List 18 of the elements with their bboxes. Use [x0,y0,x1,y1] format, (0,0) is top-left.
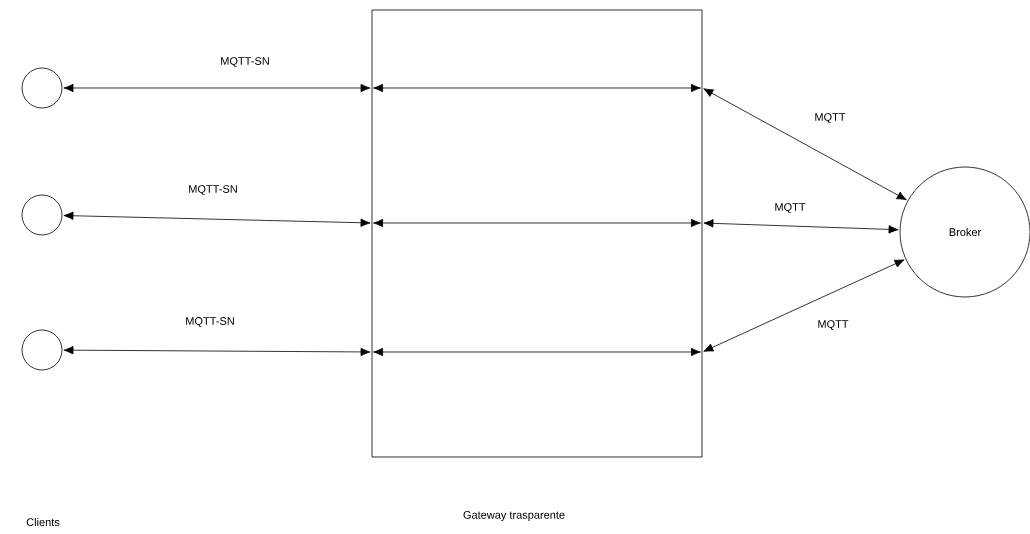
client-circle [21,67,63,109]
double-arrow [63,346,371,357]
edge-label: MQTT-SN [186,317,234,327]
double-arrow [703,259,905,352]
edge-label: MQTT [775,203,806,213]
edge-label: MQTT-SN [221,57,269,67]
double-arrow [703,88,907,201]
double-arrow [63,211,371,227]
gateway-label: Gateway trasparente [463,511,565,521]
client-circle [21,329,63,371]
double-arrow [703,219,899,234]
edge-label: MQTT [818,320,849,330]
double-arrow [63,83,371,93]
edge-label: MQTT [815,113,846,123]
clients-label: Clients [26,517,60,527]
edge-label: MQTT-SN [189,185,237,195]
client-circle [21,194,63,236]
gateway-box [371,9,703,458]
